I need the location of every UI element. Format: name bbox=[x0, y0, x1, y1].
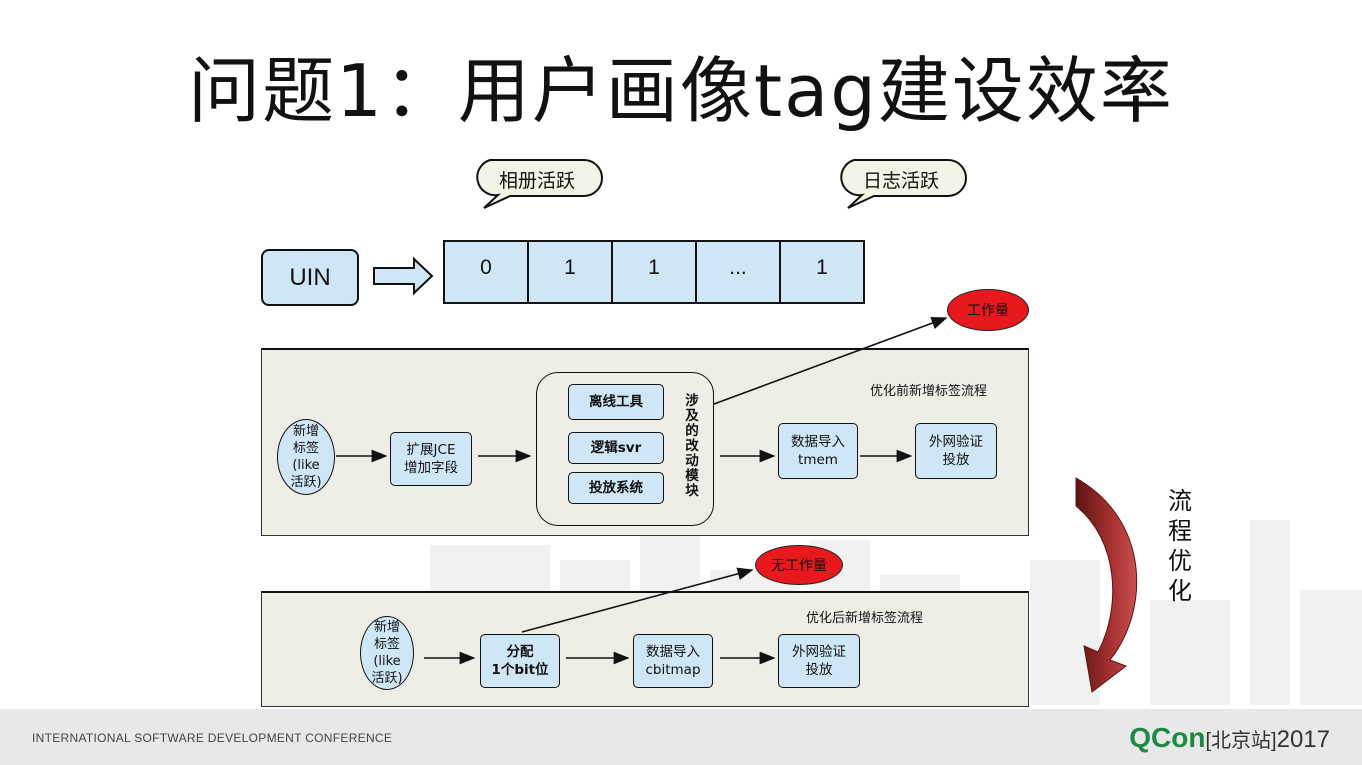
bit-array: 0 1 1 ... 1 bbox=[443, 240, 865, 304]
module-logic-svr: 逻辑svr bbox=[568, 432, 664, 464]
bit-cell: 0 bbox=[445, 242, 529, 302]
after-process-label: 优化后新增标签流程 bbox=[806, 611, 924, 626]
logo-con: Con bbox=[1151, 722, 1206, 753]
speech-bubble-icon bbox=[840, 159, 967, 209]
bubble-album-label: 相册活跃 bbox=[498, 170, 575, 192]
speech-bubble-icon bbox=[476, 159, 603, 209]
logo-q: Q bbox=[1129, 722, 1152, 753]
after-verify-node: 外网验证 投放 bbox=[778, 634, 860, 688]
flow-optimization-label: 流程优化 bbox=[1168, 487, 1192, 605]
bubble-album-active: 相册活跃 bbox=[470, 158, 604, 210]
before-process-label: 优化前新增标签流程 bbox=[870, 384, 988, 399]
no-workload-badge: 无工作量 bbox=[755, 545, 843, 585]
footer-bar: INTERNATIONAL SOFTWARE DEVELOPMENT CONFE… bbox=[0, 709, 1362, 765]
module-delivery-system: 投放系统 bbox=[568, 472, 664, 504]
before-new-tag-node: 新增 标签 (like 活跃) bbox=[277, 419, 335, 495]
bit-cell: ... bbox=[697, 242, 781, 302]
bit-cell: 1 bbox=[613, 242, 697, 302]
after-import-cbitmap-node: 数据导入 cbitmap bbox=[633, 634, 713, 688]
bubble-log-label: 日志活跃 bbox=[862, 170, 939, 192]
before-import-tmem-node: 数据导入 tmem bbox=[778, 423, 858, 479]
qcon-logo: QCon[北京站]2017 bbox=[1129, 722, 1330, 754]
after-new-tag-node: 新增 标签 (like 活跃) bbox=[360, 616, 414, 690]
workload-badge: 工作量 bbox=[947, 289, 1029, 331]
modules-involved-label: 涉及的改动模块 bbox=[685, 393, 699, 499]
before-extend-jce-node: 扩展JCE 增加字段 bbox=[390, 432, 472, 486]
conference-name: INTERNATIONAL SOFTWARE DEVELOPMENT CONFE… bbox=[32, 731, 393, 745]
page-title: 问题1：用户画像tag建设效率 bbox=[188, 49, 1174, 133]
after-assign-bit-node: 分配 1个bit位 bbox=[480, 634, 560, 688]
logo-location: [北京站] bbox=[1205, 730, 1277, 752]
before-verify-node: 外网验证 投放 bbox=[915, 423, 997, 479]
logo-year: 2017 bbox=[1276, 726, 1330, 753]
bit-cell: 1 bbox=[816, 256, 828, 279]
bit-cell: 1 bbox=[529, 242, 613, 302]
module-offline-tool: 离线工具 bbox=[568, 384, 664, 420]
uin-box: UIN bbox=[261, 249, 359, 306]
bubble-log-active: 日志活跃 bbox=[834, 158, 968, 210]
